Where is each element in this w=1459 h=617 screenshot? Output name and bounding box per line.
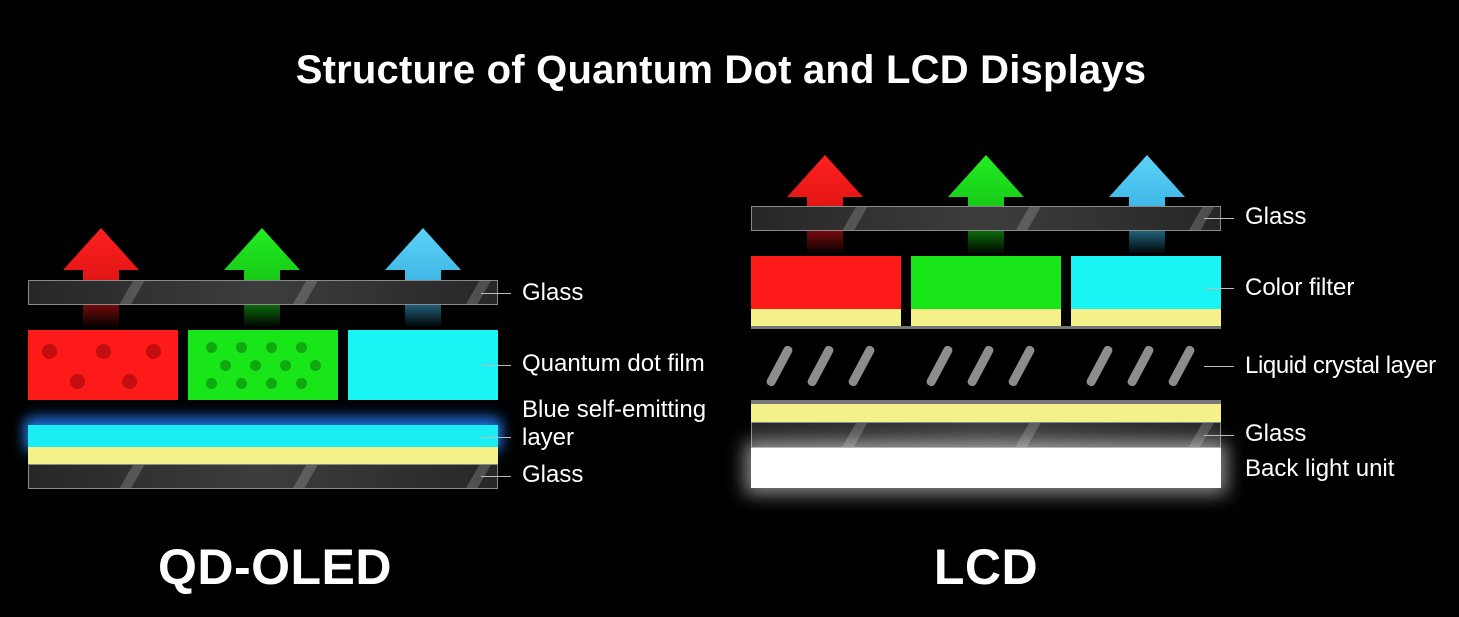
qdoled-glass-top-layer bbox=[28, 280, 498, 305]
color-filter-base-line bbox=[751, 326, 1221, 329]
label-liquid-crystal-layer: Liquid crystal layer bbox=[1245, 352, 1436, 379]
label-qdoled-glass-top: Glass bbox=[522, 279, 584, 306]
leader-line bbox=[481, 476, 511, 477]
leader-line bbox=[1204, 218, 1234, 219]
label-back-light-unit: Back light unit bbox=[1245, 455, 1395, 482]
label-qdoled-glass-bottom: Glass bbox=[522, 461, 584, 488]
lcd-name: LCD bbox=[933, 539, 1039, 595]
qd-film-red-cell bbox=[28, 330, 178, 400]
qdoled-glass-bottom-layer bbox=[28, 464, 498, 489]
lcd-yellow-layer bbox=[751, 404, 1221, 422]
red-light-arrow-icon bbox=[787, 155, 863, 255]
leader-line bbox=[481, 437, 511, 438]
red-light-arrow-icon bbox=[63, 228, 139, 328]
blue-light-arrow-icon bbox=[1109, 155, 1185, 255]
qd-film-cyan-cell bbox=[348, 330, 498, 400]
color-filter-green-cell bbox=[911, 256, 1061, 309]
back-light-unit bbox=[751, 448, 1221, 488]
green-light-arrow-icon bbox=[224, 228, 300, 328]
leader-line bbox=[1204, 366, 1234, 367]
qdoled-name: QD-OLED bbox=[157, 539, 393, 595]
label-quantum-dot-film: Quantum dot film bbox=[522, 350, 705, 377]
leader-line bbox=[1204, 288, 1234, 289]
leader-line bbox=[1204, 435, 1234, 436]
label-lcd-glass-bottom: Glass bbox=[1245, 420, 1307, 447]
leader-line bbox=[481, 365, 511, 366]
qd-film-green-cell bbox=[188, 330, 338, 400]
leader-line bbox=[481, 293, 511, 294]
color-filter-yellow-strip bbox=[1071, 309, 1221, 326]
color-filter-yellow-strip bbox=[911, 309, 1061, 326]
blue-light-arrow-icon bbox=[385, 228, 461, 328]
blue-self-emitting-layer bbox=[28, 425, 498, 447]
green-light-arrow-icon bbox=[948, 155, 1024, 255]
color-filter-yellow-strip bbox=[751, 309, 901, 326]
qdoled-yellow-layer bbox=[28, 447, 498, 464]
label-blue-self-emitting-layer: Blue self-emitting layer bbox=[522, 396, 707, 451]
page-title: Structure of Quantum Dot and LCD Display… bbox=[295, 48, 1147, 92]
lcd-grey-line bbox=[751, 400, 1221, 404]
lcd-glass-bottom-layer bbox=[751, 422, 1221, 448]
label-color-filter: Color filter bbox=[1245, 274, 1355, 301]
lcd-glass-top-layer bbox=[751, 206, 1221, 231]
color-filter-cyan-cell bbox=[1071, 256, 1221, 309]
color-filter-red-cell bbox=[751, 256, 901, 309]
label-lcd-glass-top: Glass bbox=[1245, 203, 1307, 230]
